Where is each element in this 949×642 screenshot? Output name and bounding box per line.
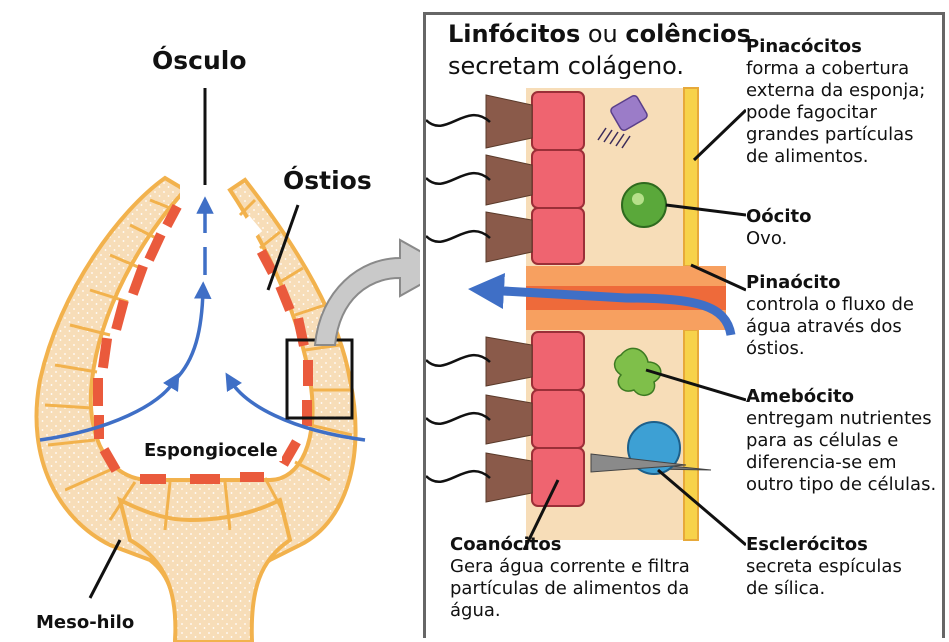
choanocytes-desc-2: partículas de alimentos da (450, 578, 690, 600)
secrete-collagen-text: secretam colágeno. (448, 50, 751, 82)
oocyte-cell (622, 183, 666, 227)
choanocyte (532, 208, 584, 264)
pinacocytes-desc-1: forma a cobertura (746, 58, 925, 80)
choanocytes-label: Coanócitos Gera água corrente e filtra p… (450, 534, 690, 622)
porocyte-desc-2: água através dos (746, 316, 914, 338)
sclerocytes-title: Esclerócitos (746, 534, 902, 556)
sclerocytes-desc-1: secreta espículas (746, 556, 902, 578)
amoebocyte-desc-1: entregam nutrientes (746, 408, 936, 430)
sponge-base (120, 500, 290, 642)
oocyte-title: Oócito (746, 206, 811, 228)
pinacocytes-label: Pinacócitos forma a cobertura externa da… (746, 36, 925, 168)
zoom-arrow (315, 240, 420, 345)
porocyte-label: Pinaócito controla o fluxo de água atrav… (746, 272, 914, 360)
oocyte-desc-1: Ovo. (746, 228, 811, 250)
ostia-label: Óstios (283, 166, 372, 195)
porocyte-title: Pinaócito (746, 272, 914, 294)
sclerocytes-desc-2: de sílica. (746, 578, 902, 600)
mesohyl-pointer (90, 540, 120, 598)
pinacocytes-title: Pinacócitos (746, 36, 925, 58)
mesohyl-label: Meso-hilo (36, 612, 134, 633)
pinacocytes-desc-4: grandes partículas (746, 124, 925, 146)
amoebocyte-label: Amebócito entregam nutrientes para as cé… (746, 386, 936, 496)
sclerocytes-label: Esclerócitos secreta espículas de sílica… (746, 534, 902, 600)
choanocyte (532, 332, 584, 390)
amoebocyte-desc-4: outro tipo de células. (746, 474, 936, 496)
or-word: ou (580, 20, 625, 48)
choanocyte (532, 150, 584, 208)
choanocytes-desc-1: Gera água corrente e filtra (450, 556, 690, 578)
spongocoel-label: Espongiocele (140, 440, 282, 461)
lower-pinacocyte (684, 330, 698, 540)
oocyte-label: Oócito Ovo. (746, 206, 811, 250)
pinacocytes-desc-2: externa da esponja; (746, 80, 925, 102)
choanocyte (532, 92, 584, 150)
lymphocytes-word: Linfócitos (448, 20, 580, 48)
amoebocyte-title: Amebócito (746, 386, 936, 408)
pinacocytes-desc-5: de alimentos. (746, 146, 925, 168)
collars (486, 95, 532, 502)
cell-detail-diagram (426, 80, 746, 550)
pinacocytes-desc-3: pode fagocitar (746, 102, 925, 124)
amoebocyte-desc-3: diferencia-se em (746, 452, 936, 474)
osculum-label: Ósculo (152, 46, 247, 75)
choanocyte (532, 448, 584, 506)
sponge-diagram (0, 0, 420, 642)
choanocytes-title: Coanócitos (450, 534, 690, 556)
porocyte-desc-3: óstios. (746, 338, 914, 360)
choanocyte (532, 390, 584, 448)
flagella (426, 115, 490, 482)
amoebocyte-desc-2: para as células e (746, 430, 936, 452)
collencytes-word: colêncios (625, 20, 751, 48)
panel-top-text: Linfócitos ou colêncios secretam colágen… (448, 18, 751, 82)
upper-pinacocyte (684, 88, 698, 266)
choanocytes-desc-3: água. (450, 600, 690, 622)
porocyte-desc-1: controla o fluxo de (746, 294, 914, 316)
